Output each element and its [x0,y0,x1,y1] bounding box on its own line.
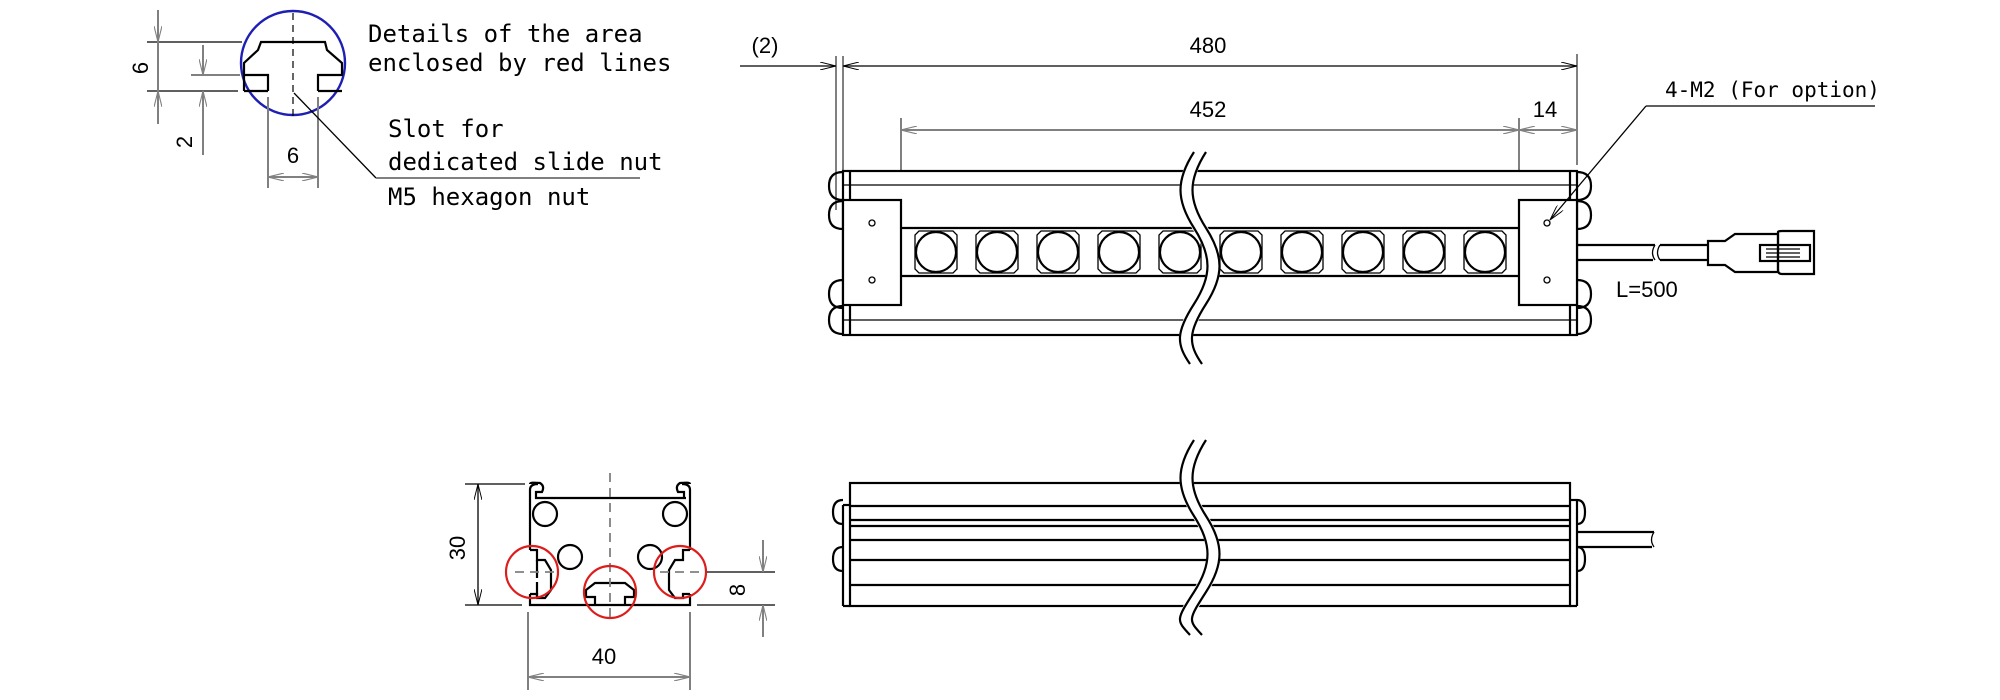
mounting-holes-callout: 4-M2 (For option) [1665,78,1880,102]
dim-slot-offset-8: 8 [725,584,750,596]
end-plate-left [841,198,903,307]
end-plate-right [1517,198,1579,307]
red-highlight-bottom [582,564,638,620]
dim-width-40: 40 [592,644,616,669]
slot-note-line1: Slot for [388,115,504,143]
cable-length-label: L=500 [1616,277,1678,302]
dim-height-30: 30 [445,536,470,560]
dim-slot-depth: 2 [172,136,197,148]
dim-slot-height: 6 [128,62,153,74]
top-view: (2) 480 452 14 [740,33,1880,369]
slot-note-line2: dedicated slide nut [388,148,663,176]
dim-slot-width: 6 [287,143,299,168]
detail-title-line2: enclosed by red lines [368,49,671,77]
side-view [831,436,1655,640]
slot-detail-view: 6 2 6 Details of the area enclosed by re… [128,9,671,211]
dim-overall-length: 480 [1190,33,1227,58]
dim-offset: (2) [752,33,779,58]
side-housing [848,481,1572,608]
dim-end-cap: 14 [1533,97,1557,122]
mounting-hole [868,219,876,227]
led-array [914,230,1507,274]
dim-emitting-length: 452 [1190,97,1227,122]
cable-connector [1577,229,1816,276]
break-symbol [1178,148,1221,369]
detail-title-line1: Details of the area [368,20,643,48]
t-slot-profile [242,40,344,91]
profile-outline [528,482,692,607]
red-highlight-right [652,544,708,600]
slot-note-line3: M5 hexagon nut [388,183,590,211]
end-view: 30 40 8 [445,473,775,690]
mounting-hole [1543,276,1551,284]
red-highlight-left [504,544,560,600]
mounting-hole [868,276,876,284]
mounting-hole [1543,219,1551,227]
break-symbol [1178,436,1221,640]
